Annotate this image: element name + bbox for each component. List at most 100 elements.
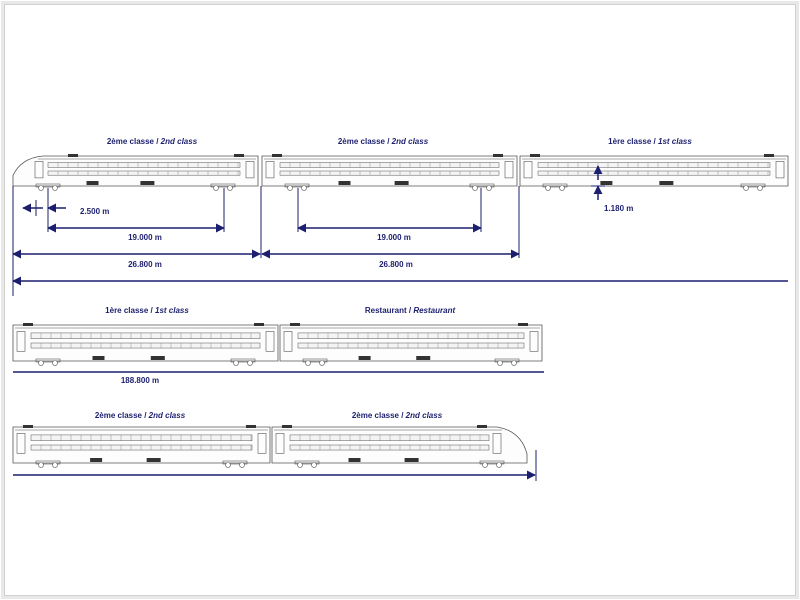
car-wheel-row1-car2 [486,185,492,191]
car-bogie-row1-car1 [210,183,236,188]
dim-axle-spacing: 2.500 m [80,207,109,216]
car-bogie-row3-car2 [294,460,320,465]
dim-bogie-centres-1: 19.000 m [128,233,162,242]
car-door-left-row2-car2 [283,331,293,352]
car-upper-windows-row1-car3 [537,162,771,168]
car-wheel-row1-car2 [301,185,307,191]
car-upper-windows-row1-car1 [47,162,241,168]
car-underfloor-row1-car3 [659,181,674,185]
car-door-left-row1-car3 [523,161,533,179]
car-wheel-row3-car1 [38,462,44,468]
car-roof-equipment-row3-car1 [23,425,33,428]
car-underfloor-row1-car1 [140,181,155,185]
car-roof-equipment-row3-car2 [282,425,292,428]
car-bogie-row2-car2 [494,358,520,363]
car-underfloor-row2-car2 [416,356,431,360]
car-wheel-row3-car1 [225,462,231,468]
car-underfloor-row1-car1 [86,181,99,185]
car-underfloor-row3-car2 [404,458,419,462]
car-wheel-row1-car1 [227,185,233,191]
car-lower-windows-row1-car1 [47,170,241,176]
diagram-frame [4,4,796,596]
car-label-row1-car2: 2ème classe / 2nd class [338,137,429,146]
car-wheel-row2-car1 [52,360,58,366]
car-roof-equipment-row2-car2 [290,323,300,326]
car-roof-equipment-row3-car1 [246,425,256,428]
car-door-right-row3-car1 [257,433,267,454]
car-wheel-row1-car3 [559,185,565,191]
car-wheel-row1-car2 [287,185,293,191]
car-underfloor-row2-car2 [358,356,371,360]
car-underfloor-row3-car1 [90,458,103,462]
car-door-right-row3-car2 [492,433,502,454]
car-roof-equipment-row2-car1 [23,323,33,326]
car-bogie-row3-car2 [479,460,505,465]
car-wheel-row1-car1 [38,185,44,191]
car-wheel-row2-car2 [305,360,311,366]
car-wheel-row1-car3 [743,185,749,191]
dim-bogie-centres-2: 19.000 m [377,233,411,242]
car-wheel-row2-car1 [247,360,253,366]
car-roof-equipment-row1-car1 [68,154,78,157]
car-wheel-row1-car2 [472,185,478,191]
car-bogie-row2-car1 [230,358,256,363]
car-upper-windows-row2-car1 [30,332,261,339]
car-underfloor-row3-car1 [146,458,161,462]
dim-floor-height: 1.180 m [604,204,633,213]
car-wheel-row2-car1 [38,360,44,366]
car-wheel-row3-car1 [239,462,245,468]
car-bogie-row2-car1 [35,358,61,363]
car-door-left-row1-car2 [265,161,275,179]
car-lower-windows-row2-car1 [30,342,261,349]
car-lower-windows-row1-car3 [537,170,771,176]
car-roof-equipment-row1-car1 [234,154,244,157]
car-roof-equipment-row1-car2 [493,154,503,157]
car-bogie-row3-car1 [35,460,61,465]
car-lower-windows-row2-car2 [297,342,525,349]
car-bogie-row1-car3 [542,183,568,188]
car-lower-windows-row3-car2 [289,444,490,451]
car-upper-windows-row1-car2 [279,162,500,168]
car-bogie-row1-car3 [740,183,766,188]
car-door-left-row3-car1 [16,433,26,454]
car-wheel-row1-car3 [757,185,763,191]
dim-car-length-2: 26.800 m [379,260,413,269]
car-door-right-row2-car1 [265,331,275,352]
dim-car-length-1: 26.800 m [128,260,162,269]
car-wheel-row2-car1 [233,360,239,366]
car-underfloor-row1-car2 [338,181,351,185]
car-upper-windows-row3-car1 [30,434,253,441]
car-roof-equipment-row1-car3 [530,154,540,157]
car-door-right-row2-car2 [529,331,539,352]
car-label-row3-car1: 2ème classe / 2nd class [95,411,186,420]
car-door-left-row1-car1 [34,161,44,179]
car-bogie-row1-car2 [469,183,495,188]
car-wheel-row3-car2 [482,462,488,468]
car-roof-equipment-row1-car2 [272,154,282,157]
car-wheel-row3-car2 [297,462,303,468]
car-door-right-row1-car2 [504,161,514,179]
car-upper-windows-row3-car2 [289,434,490,441]
car-door-right-row1-car3 [775,161,785,179]
car-wheel-row1-car3 [545,185,551,191]
car-upper-windows-row2-car2 [297,332,525,339]
car-wheel-row3-car1 [52,462,58,468]
car-bogie-row3-car1 [222,460,248,465]
dim-total-length: 188.800 m [121,376,159,385]
car-underfloor-row3-car2 [348,458,361,462]
car-door-right-row1-car1 [245,161,255,179]
car-bogie-row2-car2 [302,358,328,363]
car-label-row2-car2: Restaurant / Restaurant [365,306,456,315]
car-wheel-row3-car2 [311,462,317,468]
car-wheel-row2-car2 [511,360,517,366]
car-wheel-row1-car1 [52,185,58,191]
car-lower-windows-row1-car2 [279,170,500,176]
car-wheel-row2-car2 [497,360,503,366]
car-wheel-row2-car2 [319,360,325,366]
car-wheel-row1-car1 [213,185,219,191]
car-door-left-row3-car2 [275,433,285,454]
car-door-left-row2-car1 [16,331,26,352]
cars-layer [12,154,789,468]
car-bogie-row1-car1 [35,183,61,188]
